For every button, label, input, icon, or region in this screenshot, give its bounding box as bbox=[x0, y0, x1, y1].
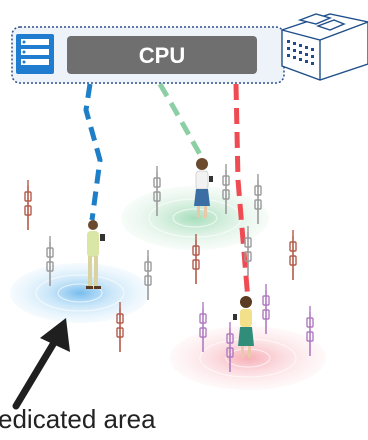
person-icon bbox=[86, 220, 105, 289]
coverage-zone-blue bbox=[10, 263, 150, 323]
cpu-label: CPU bbox=[139, 43, 185, 68]
antenna-icon bbox=[24, 179, 32, 231]
person-icon bbox=[194, 158, 213, 218]
antenna-icon bbox=[262, 283, 270, 335]
person-icon bbox=[233, 296, 254, 358]
building-icon bbox=[281, 13, 368, 81]
link-red bbox=[233, 83, 251, 301]
arrow-icon bbox=[12, 318, 70, 410]
cpu-box bbox=[67, 36, 257, 74]
cpu-frame: CPU bbox=[11, 26, 285, 84]
server-icon bbox=[16, 34, 54, 74]
coverage-zone-green bbox=[121, 186, 269, 250]
antenna-icon bbox=[289, 229, 297, 281]
link-blue bbox=[83, 83, 103, 221]
area-caption: edicated area bbox=[0, 404, 156, 434]
link-green bbox=[157, 82, 205, 160]
